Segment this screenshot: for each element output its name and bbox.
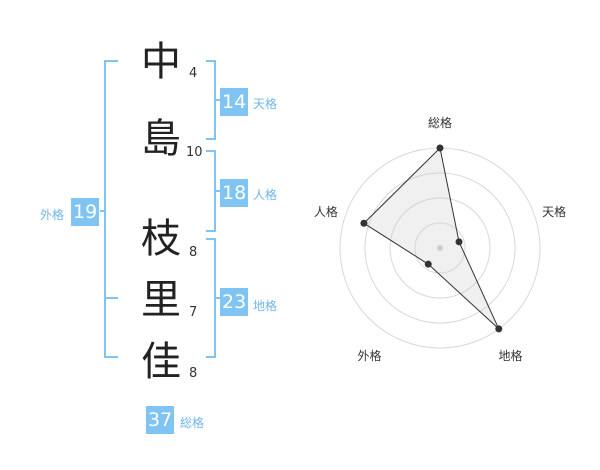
tenkaku-label: 天格 — [253, 97, 278, 111]
radar-ring-1 — [414, 222, 466, 274]
stroke-count-2: 10 — [186, 145, 203, 160]
radar-axis-label-5: 人格 — [314, 204, 338, 219]
jinkaku-label: 人格 — [253, 188, 278, 202]
gaikaku-value: 19 — [71, 198, 100, 226]
stroke-count-4: 7 — [189, 305, 198, 320]
name-char-2: 島 — [141, 116, 181, 162]
stroke-count-5: 8 — [189, 366, 198, 381]
radar-ring-2 — [389, 197, 491, 299]
radar-axis-label-2: 天格 — [542, 204, 566, 219]
gaikaku-bracket — [104, 60, 118, 358]
soukaku-label: 総格 — [180, 416, 205, 430]
name-char-4: 里 — [141, 277, 181, 323]
gaikaku-label: 外格 — [40, 208, 65, 222]
tenkaku-value: 14 — [220, 88, 249, 116]
radar-center-dot — [437, 245, 443, 251]
jinkaku-value: 18 — [220, 179, 249, 207]
chikaku-tick — [216, 297, 220, 299]
radar-point-3 — [495, 325, 503, 333]
gaikaku-inner-tick — [104, 297, 118, 299]
jinkaku-tick — [216, 190, 220, 192]
stroke-count-3: 8 — [189, 245, 198, 260]
tenkaku-bracket — [206, 60, 216, 140]
tenkaku-tick — [216, 99, 220, 101]
name-char-3: 枝 — [141, 216, 181, 262]
name-char-1: 中 — [141, 39, 181, 85]
radar-axis-label-4: 外格 — [357, 348, 381, 363]
chikaku-label: 地格 — [253, 299, 278, 313]
soukaku-value: 37 — [146, 406, 175, 434]
gaikaku-tick — [100, 210, 104, 212]
jinkaku-bracket — [206, 150, 216, 232]
chikaku-value: 23 — [220, 288, 249, 316]
radar-point-2 — [455, 238, 463, 246]
radar-point-1 — [436, 144, 444, 152]
radar-point-5 — [360, 219, 368, 227]
radar-point-4 — [424, 260, 432, 268]
radar-axis-label-1: 総格 — [428, 115, 452, 130]
radar-axis-label-3: 地格 — [499, 348, 523, 363]
radar-ring-3 — [364, 172, 516, 324]
chikaku-bracket — [206, 238, 216, 358]
name-char-5: 佳 — [141, 339, 181, 385]
stroke-count-1: 4 — [189, 66, 198, 81]
radar-polygon — [363, 146, 500, 330]
